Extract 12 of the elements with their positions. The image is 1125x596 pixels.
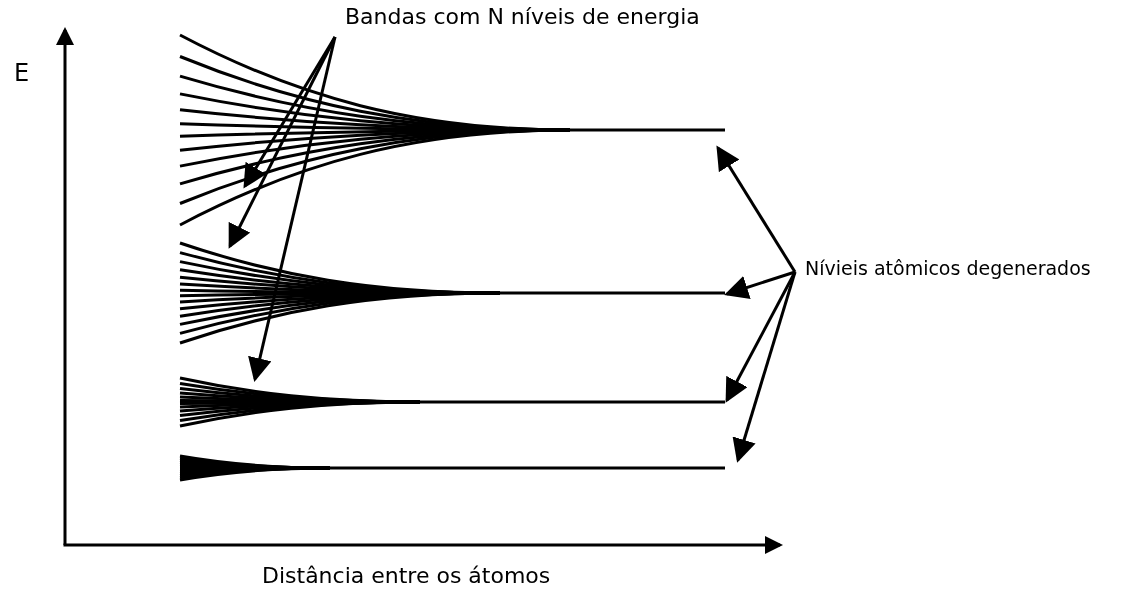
energy-band-drawing: [179, 454, 725, 482]
callout-text: Bandas com N níveis de energia: [345, 4, 700, 30]
leader-arrow: [248, 36, 337, 382]
callout-text: Nívieis atômicos degenerados: [805, 258, 1091, 280]
axis-title: Distância entre os átomos: [262, 563, 551, 589]
energy-band-drawing: [179, 33, 725, 227]
leader-arrow: [732, 271, 797, 463]
leader-arrow: [724, 270, 796, 299]
energy-band-drawing: [179, 376, 725, 428]
leader-arrow: [716, 145, 797, 273]
axis-title: E: [14, 60, 30, 88]
energy-band-drawing: [179, 241, 725, 345]
